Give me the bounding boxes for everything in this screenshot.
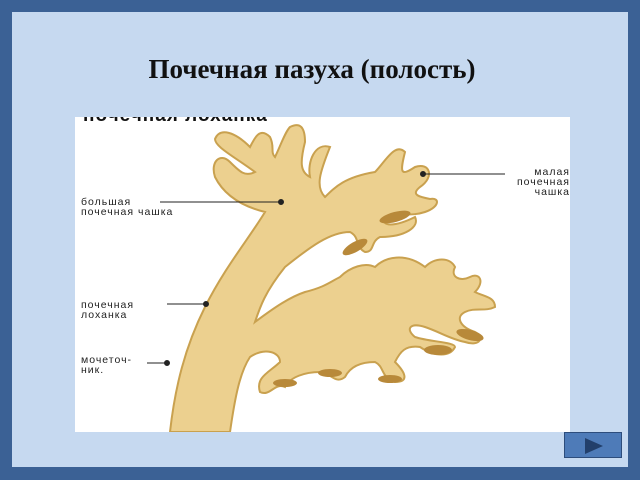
calyx-drawing — [147, 124, 505, 432]
label-major-calyx: большая почечная чашка — [81, 196, 174, 218]
label-line: лоханка — [81, 309, 128, 321]
label-line: малая — [534, 166, 570, 178]
cut-off-caption: почечная лоханка — [83, 117, 268, 127]
label-line: мочеточ- — [81, 354, 133, 366]
label-line: большая — [81, 196, 132, 208]
next-slide-button[interactable] — [564, 432, 622, 458]
play-triangle-icon — [585, 438, 603, 454]
label-renal-pelvis: почечная лоханка — [81, 299, 135, 321]
label-line: почечная чашка — [81, 206, 174, 218]
label-line: ник. — [81, 364, 105, 376]
label-ureter: мочеточ- ник. — [81, 354, 133, 376]
renal-pelvis-illustration: почечная лоханка малая почечная чашка бо… — [75, 117, 570, 432]
label-line: почечная — [81, 299, 135, 311]
label-minor-calyx: малая почечная чашка — [511, 166, 570, 198]
slide-title: Почечная пазуха (полость) — [148, 54, 476, 84]
label-line: почечная чашка — [516, 176, 570, 198]
